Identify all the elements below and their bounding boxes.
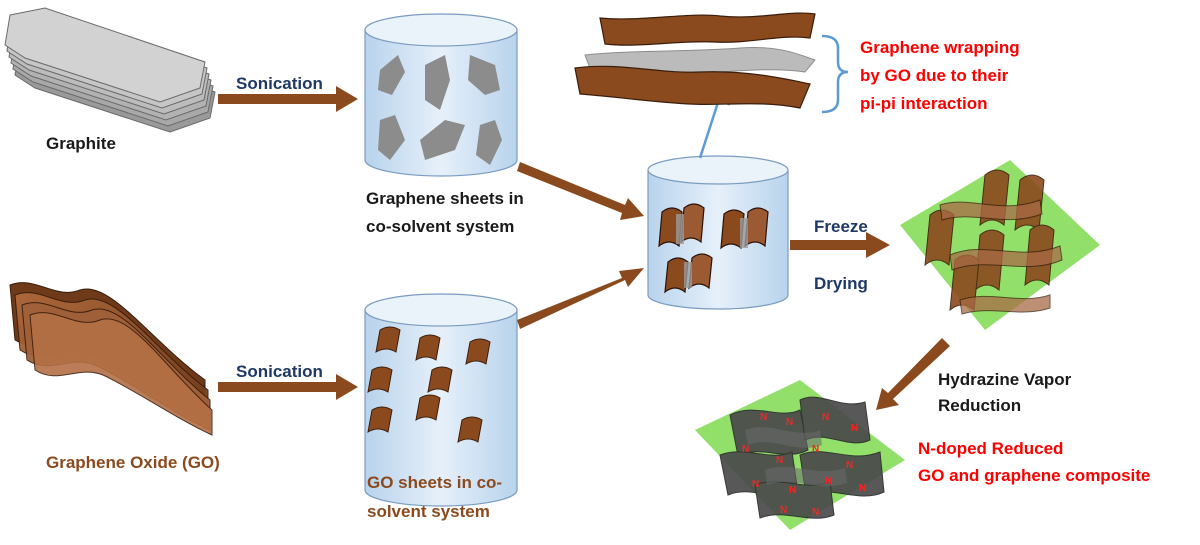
nitrogen-marker: N <box>760 412 767 423</box>
graphene-oxide-stack-icon <box>9 282 213 436</box>
nitrogen-marker: N <box>786 417 793 428</box>
nitrogen-marker: N <box>822 412 829 423</box>
nitrogen-marker: N <box>789 485 796 496</box>
graphite-stack-icon <box>4 7 216 133</box>
ndoped-composite: N N N N N N N N N N N N N N <box>695 380 905 530</box>
go-sheets-label-line1: GO sheets in co- <box>367 473 503 492</box>
beaker-mixed <box>647 155 789 310</box>
nitrogen-marker: N <box>780 505 787 516</box>
graphene-sheets-label-line1: Graphene sheets in <box>366 189 524 208</box>
hydrazine-arrow <box>876 338 950 410</box>
wrapping-label-line1: Graphene wrapping <box>860 38 1020 57</box>
merge-arrow-top <box>517 162 644 220</box>
nitrogen-marker: N <box>742 444 749 455</box>
hydrazine-label-line2: Reduction <box>938 396 1022 415</box>
nitrogen-marker: N <box>851 423 858 434</box>
nitrogen-marker: N <box>812 444 819 455</box>
hydrazine-label-line1: Hydrazine Vapor <box>938 370 1072 389</box>
graphene-sheets-label-line2: co-solvent system <box>366 217 515 236</box>
nitrogen-marker: N <box>752 479 759 490</box>
nitrogen-marker: N <box>812 507 819 518</box>
graphite-label: Graphite <box>46 134 116 153</box>
aerogel-network <box>900 160 1100 330</box>
bracket-icon <box>821 34 849 114</box>
merge-arrow-bottom <box>517 268 644 329</box>
ndoped-label-line2: GO and graphene composite <box>918 466 1151 485</box>
beaker-go-sheets <box>364 293 518 507</box>
ndoped-label-line1: N-doped Reduced <box>918 439 1064 458</box>
nitrogen-marker: N <box>859 483 866 494</box>
graphene-wrapping-illustration <box>574 12 816 109</box>
sonication-label-top: Sonication <box>236 74 323 93</box>
freeze-drying-arrow <box>790 232 890 258</box>
nitrogen-marker: N <box>846 460 853 471</box>
nitrogen-marker: N <box>776 455 783 466</box>
drying-label: Drying <box>814 274 868 293</box>
wrapping-label-line2: by GO due to their <box>860 66 1009 85</box>
freeze-label: Freeze <box>814 217 868 236</box>
nitrogen-marker: N <box>825 476 832 487</box>
sonication-arrow-top <box>218 86 358 112</box>
beaker-graphene-sheets <box>364 13 518 177</box>
wrapping-label-line3: pi-pi interaction <box>860 94 988 113</box>
graphene-oxide-label: Graphene Oxide (GO) <box>46 453 220 472</box>
sonication-label-bottom: Sonication <box>236 362 323 381</box>
sonication-arrow-bottom <box>218 374 358 400</box>
go-sheets-label-line2: solvent system <box>367 502 490 521</box>
